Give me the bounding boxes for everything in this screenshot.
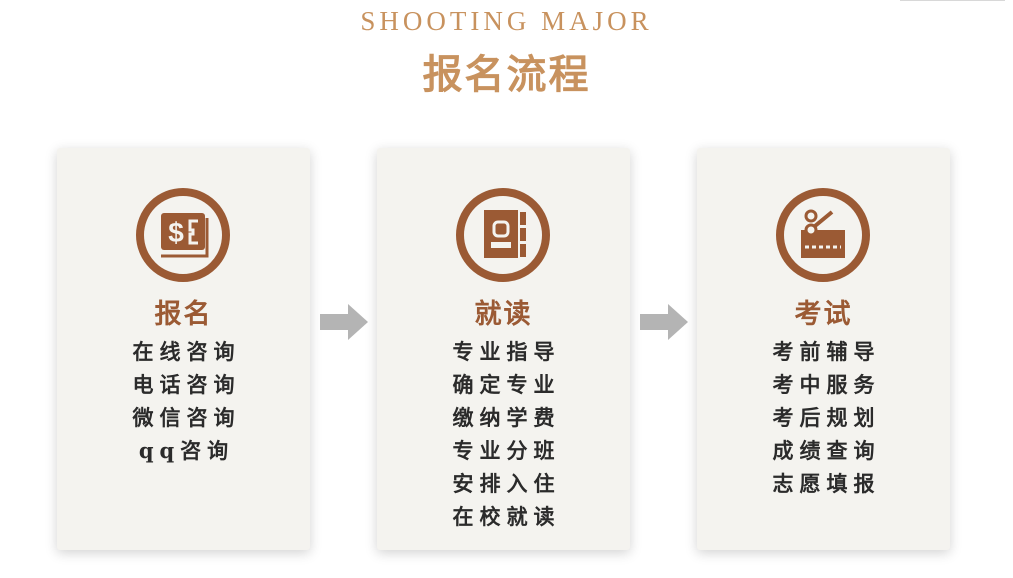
step-card-exam: 考试 考前辅导 考中服务 考后规划 成绩查询 志愿填报 xyxy=(697,148,950,550)
arrow-right-icon xyxy=(318,302,370,342)
step-title: 就读 xyxy=(474,299,533,330)
step-item: 考前辅导 xyxy=(772,339,881,364)
step-item: 在校就读 xyxy=(452,504,561,529)
step-item: 专业指导 xyxy=(452,339,561,364)
step-card-signup: $ 报名 在线咨询 电话咨询 微信咨询 qq咨询 xyxy=(57,148,310,550)
svg-text:$: $ xyxy=(168,217,184,248)
step-items: 专业指导 确定专业 缴纳学费 专业分班 安排入住 在校就读 xyxy=(377,335,630,533)
step-item: 考中服务 xyxy=(772,372,881,397)
step-item: qq咨询 xyxy=(138,438,235,463)
step-item: 确定专业 xyxy=(452,372,561,397)
address-book-icon xyxy=(454,186,552,284)
step-item: 在线咨询 xyxy=(132,339,241,364)
step-items: 考前辅导 考中服务 考后规划 成绩查询 志愿填报 xyxy=(697,335,950,500)
step-item: 志愿填报 xyxy=(772,471,881,496)
page-title: 报名流程 xyxy=(422,51,591,98)
step-item: 成绩查询 xyxy=(772,438,881,463)
step-items: 在线咨询 电话咨询 微信咨询 qq咨询 xyxy=(57,335,310,467)
money-bill-icon: $ xyxy=(134,186,232,284)
step-title: 报名 xyxy=(154,299,213,330)
step-card-enroll: 就读 专业指导 确定专业 缴纳学费 专业分班 安排入住 在校就读 xyxy=(377,148,630,550)
step-item: 缴纳学费 xyxy=(452,405,561,430)
ticket-scissors-icon xyxy=(774,186,872,284)
step-item: 考后规划 xyxy=(772,405,881,430)
step-title: 考试 xyxy=(794,299,853,330)
top-divider xyxy=(900,0,1005,1)
page-subtitle: SHOOTING MAJOR xyxy=(360,6,653,36)
step-item: 电话咨询 xyxy=(132,372,241,397)
arrow-right-icon xyxy=(638,302,690,342)
step-item: 安排入住 xyxy=(452,471,561,496)
step-item: 专业分班 xyxy=(452,438,561,463)
step-item: 微信咨询 xyxy=(132,405,241,430)
